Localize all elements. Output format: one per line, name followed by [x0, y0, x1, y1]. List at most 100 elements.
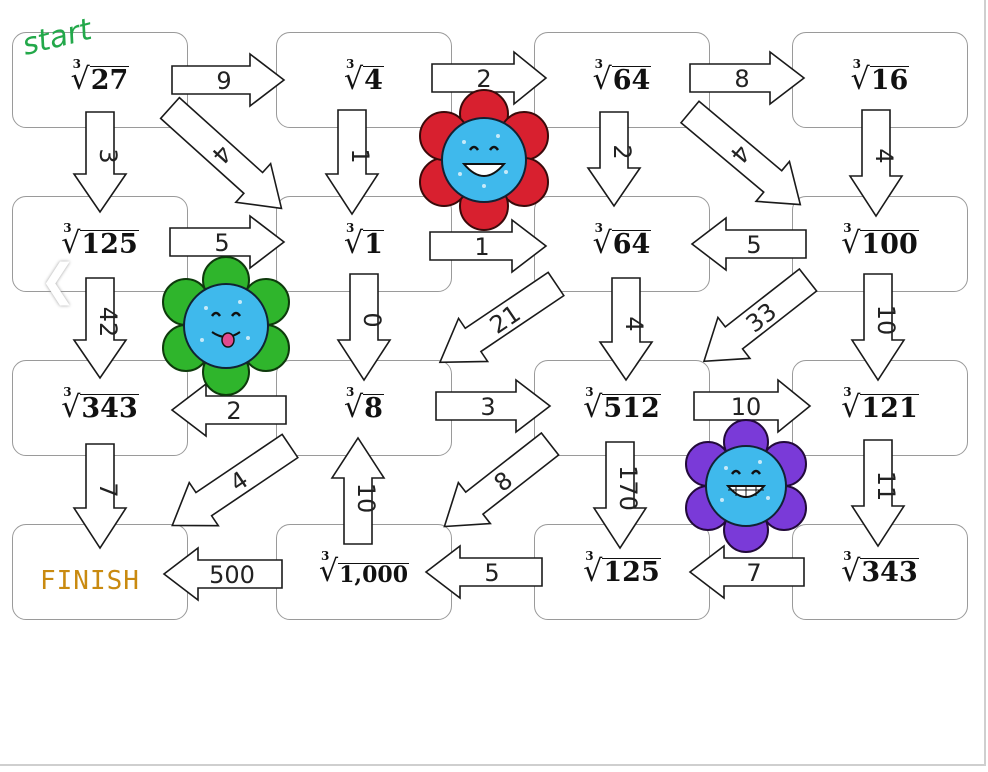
- green-flower-sticker: [162, 256, 290, 396]
- cube-root-cell: 3√4: [276, 57, 452, 100]
- arrow-label: 7: [94, 482, 122, 497]
- cube-root-cell: 3√343: [792, 549, 968, 592]
- arrow-label: 10: [872, 305, 900, 336]
- root-index: 3: [63, 221, 72, 235]
- arrow-left[interactable]: 5: [690, 216, 807, 272]
- cube-root-cell: 3√125: [12, 221, 188, 264]
- radicand: 8: [363, 392, 384, 424]
- red-flower-sticker: [419, 89, 549, 231]
- root-index: 3: [594, 57, 603, 71]
- finish-label: FINISH: [40, 566, 140, 596]
- arrow-label: 5: [214, 229, 229, 257]
- cube-root-cell: 3√64: [534, 57, 710, 100]
- cube-root-cell: 3√8: [276, 385, 452, 428]
- cube-root-expression: 3√1,000: [318, 549, 409, 589]
- arrow-diagonal[interactable]: 21: [425, 262, 570, 383]
- arrow-left[interactable]: 2: [170, 382, 287, 438]
- cube-root-cell: 3√1: [276, 221, 452, 264]
- arrow-diagonal[interactable]: 8: [428, 424, 566, 547]
- arrow-label: 3: [480, 393, 495, 421]
- cube-root-expression: 3√125: [61, 221, 139, 259]
- radical-sign-icon: √: [583, 554, 603, 589]
- purple-flower-sticker: [685, 419, 807, 553]
- radical-sign-icon: √: [344, 390, 364, 425]
- radical-sign-icon: √: [318, 554, 339, 589]
- arrow-right[interactable]: 8: [689, 50, 806, 106]
- arrow-down[interactable]: 2: [586, 111, 642, 208]
- arrow-down[interactable]: 4: [848, 109, 904, 218]
- radical-sign-icon: √: [592, 62, 612, 97]
- arrow-label: 42: [94, 307, 122, 338]
- cube-root-cell: 3√125: [534, 549, 710, 592]
- radicand: 125: [602, 556, 661, 588]
- radicand: 121: [860, 392, 919, 424]
- cube-root-cell: 3√16: [792, 57, 968, 100]
- arrow-diagonal[interactable]: 4: [673, 92, 817, 224]
- arrow-label: 4: [620, 316, 648, 331]
- arrow-right[interactable]: 9: [171, 52, 286, 108]
- radical-sign-icon: √: [70, 62, 90, 97]
- arrow-right[interactable]: 5: [169, 214, 286, 270]
- radicand: 64: [611, 64, 652, 96]
- arrow-right[interactable]: 1: [429, 218, 548, 274]
- arrow-label: 10: [731, 393, 762, 421]
- radical-sign-icon: √: [841, 554, 861, 589]
- arrow-down[interactable]: 3: [72, 111, 128, 214]
- arrow-left[interactable]: 7: [688, 544, 805, 600]
- arrow-down[interactable]: 1: [324, 109, 380, 216]
- cube-root-cell: 3√27: [12, 57, 188, 100]
- arrow-right[interactable]: 2: [431, 50, 548, 106]
- root-index: 3: [346, 221, 355, 235]
- cube-root-expression: 3√64: [592, 57, 652, 97]
- radical-sign-icon: √: [583, 390, 603, 425]
- root-index: 3: [843, 385, 852, 399]
- arrow-diagonal[interactable]: 33: [688, 260, 824, 382]
- cube-root-cell: 3√64: [534, 221, 710, 264]
- arrow-down[interactable]: 4: [598, 277, 654, 382]
- arrow-down[interactable]: 11: [850, 439, 906, 548]
- arrow-label: 2: [226, 397, 241, 425]
- radicand: 343: [860, 556, 919, 588]
- arrow-up[interactable]: 10: [330, 436, 386, 545]
- cube-root-expression: 3√100: [841, 221, 919, 261]
- arrow-down[interactable]: 42: [72, 277, 128, 380]
- radicand: 1: [363, 228, 384, 260]
- arrow-label: 10: [352, 483, 380, 514]
- arrow-label: 170: [614, 465, 642, 511]
- arrow-label: 3: [94, 148, 122, 163]
- arrow-label: 8: [734, 65, 749, 93]
- arrow-down[interactable]: 170: [592, 441, 648, 550]
- maze-box: [534, 360, 710, 456]
- arrow-down[interactable]: 10: [850, 273, 906, 382]
- cube-root-cell: 3√100: [792, 221, 968, 264]
- arrow-label: 4: [870, 148, 898, 163]
- cube-root-expression: 3√343: [841, 549, 919, 589]
- root-index: 3: [843, 549, 852, 563]
- arrow-diagonal[interactable]: 4: [153, 89, 299, 228]
- root-index: 3: [852, 57, 861, 71]
- cube-root-cell: 3√1,000: [276, 549, 452, 592]
- arrow-down[interactable]: 0: [336, 273, 392, 382]
- arrow-label: 7: [746, 559, 761, 587]
- cube-root-expression: 3√1: [344, 221, 384, 260]
- arrow-left[interactable]: 500: [162, 546, 283, 602]
- radicand: 16: [869, 64, 910, 96]
- arrow-down[interactable]: 7: [72, 443, 128, 550]
- arrow-left[interactable]: 5: [424, 544, 543, 600]
- chevron-left-icon[interactable]: ❮: [39, 254, 77, 306]
- radicand: 64: [611, 228, 652, 260]
- arrow-diagonal[interactable]: 4: [158, 424, 305, 547]
- arrow-label: 5: [746, 231, 761, 259]
- cube-root-expression: 3√4: [344, 57, 384, 95]
- arrow-label: 500: [209, 561, 255, 589]
- cube-root-expression: 3√27: [70, 57, 130, 97]
- root-index: 3: [346, 57, 355, 71]
- arrow-right[interactable]: 3: [435, 378, 552, 434]
- arrow-right[interactable]: 10: [693, 378, 812, 434]
- arrow-label: 9: [216, 67, 231, 95]
- radical-sign-icon: √: [850, 62, 870, 97]
- cube-root-expression: 3√64: [593, 221, 652, 260]
- arrow-label: 1: [474, 233, 489, 261]
- radical-sign-icon: √: [841, 226, 861, 261]
